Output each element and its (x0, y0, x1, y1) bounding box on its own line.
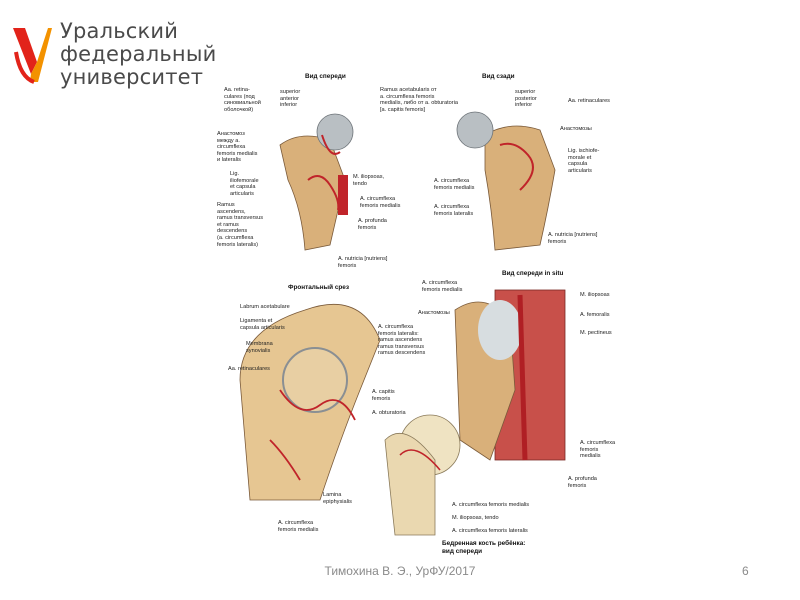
logo-line-2: федеральный (60, 42, 217, 66)
label-a-circ-fem-med-section: A. circumflexa femoris medialis (278, 520, 319, 533)
label-ligamenta-capsula: Ligamenta et capsula articularis (240, 318, 285, 331)
title-in-situ: Вид спереди in situ (502, 270, 564, 277)
anatomy-plate: Вид спереди Вид сзади Фронтальный срез В… (210, 60, 630, 560)
logo-line-1: Уральский (60, 19, 179, 43)
femur-frontal-section-drawing (239, 303, 381, 501)
title-child-femur: Бедренная кость ребёнка: вид спереди (442, 540, 526, 555)
label-aa-retinaculares-back: Aa. retinaculares (568, 98, 610, 104)
femur-back-view-drawing (456, 111, 556, 251)
label-sup-post-inf: superior posterior inferior (515, 89, 537, 109)
footer-author: Тимохина В. Э., УрФУ/2017 (324, 564, 476, 578)
label-lamina-epiphysialis: Lamina epiphysialis (323, 492, 352, 505)
label-m-iliopsoas-tendo: M. iliopsoas, tendo (353, 174, 385, 187)
label-sup-ant-inf: superior anterior inferior (280, 89, 301, 109)
label-a-circ-fem-med-child: A. circumflexa femoris medialis (452, 502, 530, 508)
urfu-logo: Уральский федеральный университет (10, 18, 216, 90)
label-a-circ-fem-med-situ: A. circumflexa femoris medialis (422, 280, 463, 293)
label-m-iliopsoas: M. iliopsoas (580, 292, 610, 298)
logo-text: Уральский федеральный университет (60, 20, 216, 89)
label-a-circ-fem-med-back: A. circumflexa femoris medialis (434, 178, 475, 191)
label-aa-retinaculares-section: Aa. retinaculares (228, 366, 270, 372)
label-lig-ischiofemorale: Lig. ischiofe- morale et capsula articul… (568, 148, 600, 174)
label-anastomosis-front: Анастомоз между a. circumflexa femoris m… (217, 131, 258, 164)
label-a-femoralis: A. femoralis (580, 312, 610, 318)
label-m-iliopsoas-tendo-child: M. iliopsoas, tendo (452, 515, 499, 521)
label-a-obturatoria: A. obturatoria (372, 410, 406, 416)
label-anastomoses-situ: Анастомозы (418, 310, 450, 316)
label-m-pectineus: M. pectineus (580, 330, 612, 336)
label-a-circ-fem-lat-back: A. circumflexa femoris lateralis (434, 204, 474, 217)
label-aa-retinaculares-front: Aa. retina- culares (под синовиальной об… (224, 87, 261, 113)
label-a-nutricia-back: A. nutricia [nutriens] femoris (548, 232, 598, 245)
label-membrana-synovialis: Membrana synovialis (246, 341, 273, 354)
title-back-view: Вид сзади (482, 73, 515, 80)
page-number: 6 (742, 564, 749, 578)
child-femur-drawing (384, 414, 461, 536)
label-a-circ-fem-situ-right: A. circumflexa femoris medialis (580, 440, 616, 460)
femur-front-view-drawing (279, 113, 354, 251)
label-a-nutricia-front: A. nutricia [nutriens] femoris (338, 256, 388, 269)
label-lig-iliofemorale: Lig. iliofemorale et capsula articularis (230, 171, 259, 197)
label-a-profunda-front: A. profunda femoris (358, 218, 387, 231)
hip-in-situ-drawing (454, 289, 566, 461)
urfu-logo-mark-icon (13, 28, 52, 84)
label-a-capitis-femoris: A. capitis femoris (372, 389, 395, 402)
label-labrum: Labrum acetabulare (240, 304, 290, 310)
anatomy-illustration (239, 111, 566, 536)
label-ramus-acetabularis: Ramus acetabularis от a. circumflexa fem… (380, 87, 458, 113)
title-frontal-section: Фронтальный срез (288, 284, 350, 291)
title-front-view: Вид спереди (305, 73, 346, 80)
label-a-profunda-situ: A. profunda femoris (568, 476, 597, 489)
label-anastomoses-back: Анастомозы (560, 126, 592, 132)
logo-line-3: университет (60, 65, 204, 89)
label-a-circ-fem-med-front: A. circumflexa femoris medialis (360, 196, 401, 209)
label-a-circ-fem-lat-child: A. circumflexa femoris lateralis (452, 528, 528, 534)
label-a-circ-fem-lat-branches: A. circumflexa femoris lateralis: ramus … (378, 324, 426, 357)
label-ramus-ascendens-front: Ramus ascendens, ramus transversus et ra… (217, 202, 264, 248)
